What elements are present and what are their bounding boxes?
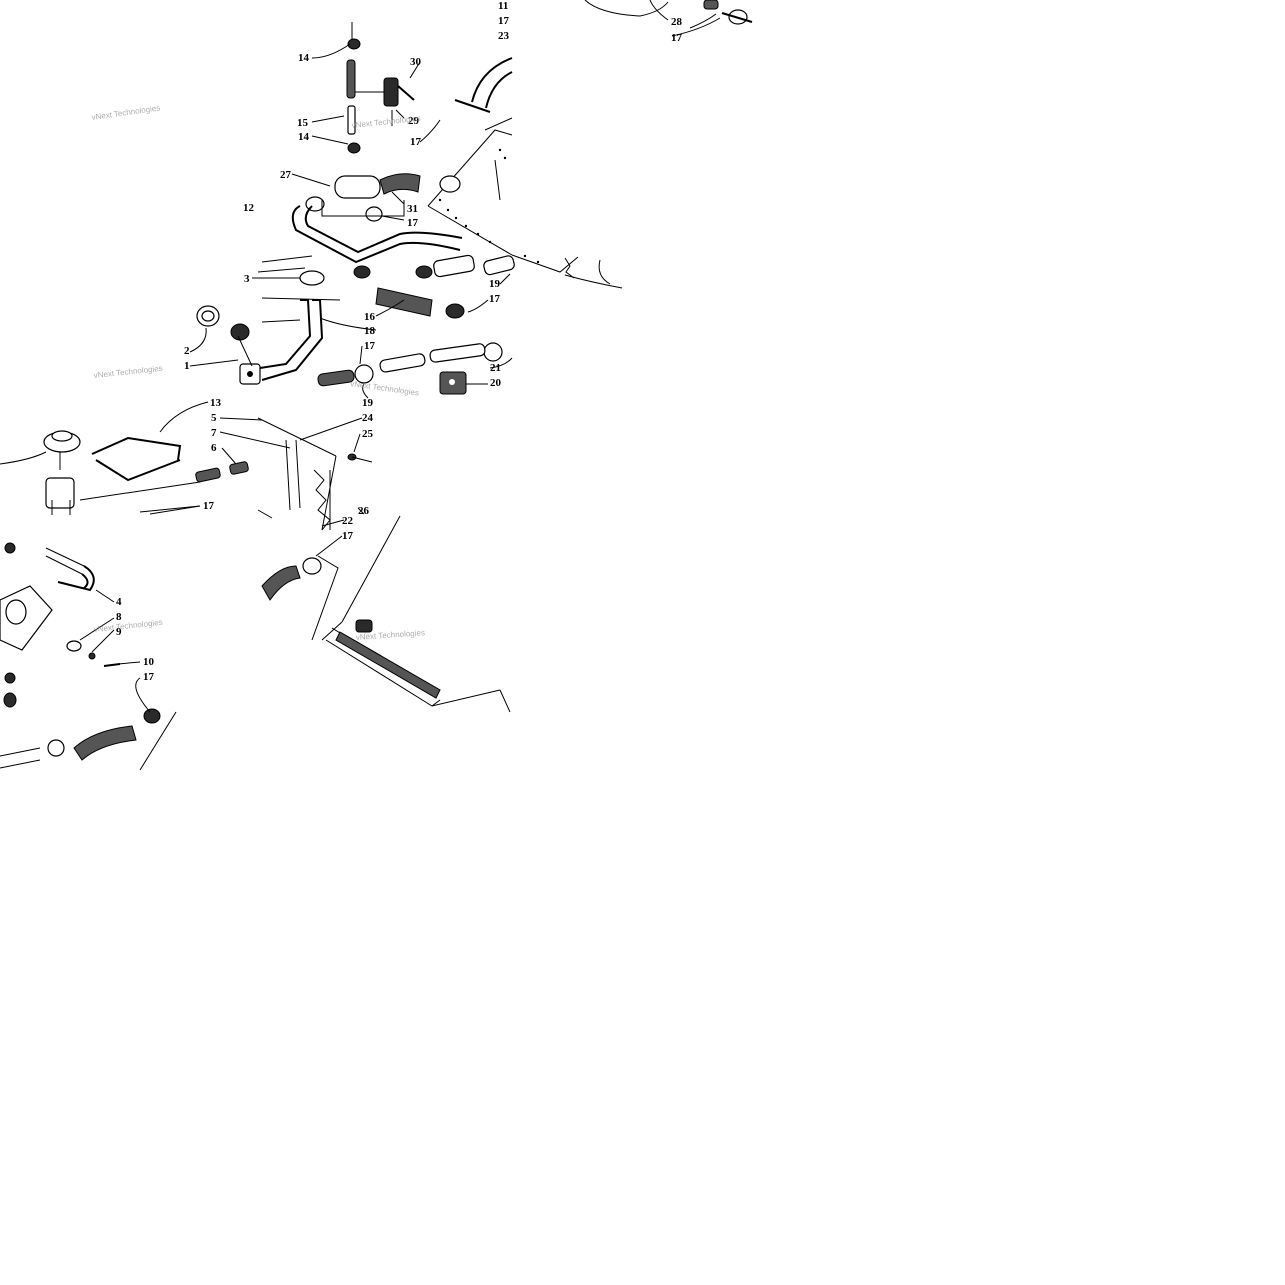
callout-26: 26 bbox=[358, 505, 370, 517]
top-right-fragment bbox=[584, 0, 753, 29]
hose-row-lower bbox=[317, 343, 486, 395]
callout-14: 14 bbox=[298, 52, 310, 64]
heat-exchanger-panel-middle bbox=[257, 417, 373, 531]
callout-19: 19 bbox=[362, 397, 374, 409]
callout-10: 10 bbox=[143, 656, 155, 668]
watermark: vNext Technologies bbox=[350, 379, 420, 398]
filler-cap-assembly bbox=[0, 430, 249, 515]
callout-13: 13 bbox=[210, 397, 222, 409]
callout-2: 2 bbox=[184, 345, 190, 357]
bleeder-assembly bbox=[346, 22, 415, 154]
callout-19: 19 bbox=[489, 278, 501, 290]
upper-hose bbox=[454, 57, 513, 113]
watermark: vNext Technologies bbox=[93, 618, 163, 634]
loop-pipe bbox=[257, 205, 463, 273]
callout-17: 17 bbox=[407, 217, 419, 229]
callout-9: 9 bbox=[116, 626, 122, 638]
watermark: vNext Technologies bbox=[91, 103, 161, 122]
callout-12: 12 bbox=[243, 202, 255, 214]
hose-row-middle bbox=[261, 254, 515, 362]
callout-21: 21 bbox=[490, 362, 501, 374]
callout-8: 8 bbox=[116, 611, 122, 623]
callout-20: 20 bbox=[490, 377, 502, 389]
callout-4: 4 bbox=[116, 596, 122, 608]
callout-29: 29 bbox=[408, 115, 420, 127]
pump-assembly bbox=[196, 299, 324, 385]
callout-17: 17 bbox=[364, 340, 376, 352]
callout-30: 30 bbox=[410, 56, 422, 68]
callout-24: 24 bbox=[362, 412, 374, 424]
callout-labels: 11 17 23 28 17 14 30 15 29 14 17 27 31 1… bbox=[116, 0, 683, 683]
callout-3: 3 bbox=[244, 273, 250, 285]
callout-14: 14 bbox=[298, 131, 310, 143]
heat-exchanger-panel-lower bbox=[261, 515, 511, 713]
callout-11: 11 bbox=[498, 0, 508, 12]
callout-17: 17 bbox=[489, 293, 501, 305]
callout-18: 18 bbox=[364, 325, 376, 337]
leader-lines bbox=[79, 0, 721, 713]
callout-22: 22 bbox=[342, 515, 354, 527]
watermark: vNext Technologies bbox=[93, 364, 163, 380]
callout-6: 6 bbox=[211, 442, 217, 454]
callout-17: 17 bbox=[203, 500, 215, 512]
callout-27: 27 bbox=[280, 169, 292, 181]
callout-17: 17 bbox=[671, 32, 683, 44]
callout-28: 28 bbox=[671, 16, 683, 28]
callout-7: 7 bbox=[211, 427, 217, 439]
tee-pipe bbox=[305, 173, 461, 222]
callout-31: 31 bbox=[407, 203, 418, 215]
callout-15: 15 bbox=[297, 117, 309, 129]
callout-17: 17 bbox=[410, 136, 422, 148]
lower-left-components bbox=[0, 542, 177, 771]
callout-23: 23 bbox=[498, 30, 510, 42]
callout-5: 5 bbox=[211, 412, 217, 424]
callout-16: 16 bbox=[364, 311, 376, 323]
callout-17: 17 bbox=[498, 15, 510, 27]
callout-17: 17 bbox=[342, 530, 354, 542]
watermark: vNext Technologies bbox=[351, 114, 421, 130]
callout-25: 25 bbox=[362, 428, 374, 440]
callout-17: 17 bbox=[143, 671, 155, 683]
callout-1: 1 bbox=[184, 360, 190, 372]
